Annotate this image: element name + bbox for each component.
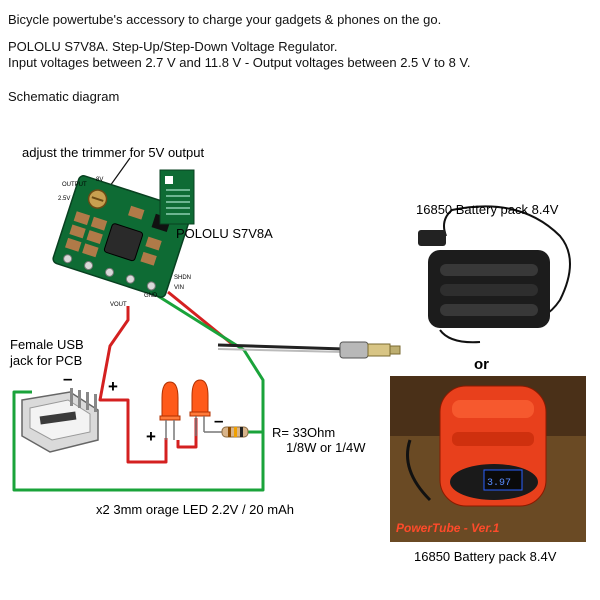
trimmer-note: adjust the trimmer for 5V output	[22, 145, 204, 160]
led-2	[189, 379, 211, 436]
voltage-range-line: Input voltages between 2.7 V and 11.8 V …	[8, 55, 471, 70]
battery-pack-top	[418, 205, 571, 344]
resistor-value-label: R= 33Ohm	[272, 425, 335, 440]
powertube-brand: PowerTube - Ver.1	[396, 521, 500, 535]
board-output-label: OUTPUT	[62, 182, 87, 188]
battery-display-reading: 3.97	[487, 478, 511, 489]
board-gnd-label: GND	[144, 293, 158, 299]
usb-jack-label-2: jack for PCB	[9, 353, 82, 368]
resistor-power-label: 1/8W or 1/4W	[286, 440, 366, 455]
board-vout-label: VOUT	[110, 302, 127, 308]
led-1	[159, 381, 181, 440]
or-label: or	[474, 356, 489, 373]
barrel-jack-cable	[217, 341, 401, 359]
usb-jack-label: Female USB	[10, 337, 84, 352]
usb-minus-sign: –	[63, 369, 72, 388]
battery-bottom-label: 16850 Battery pack 8.4V	[414, 549, 557, 564]
title-line: Bicycle powertube's accessory to charge …	[8, 12, 442, 27]
battery-top-label: 16850 Battery pack 8.4V	[416, 202, 559, 217]
inductor	[103, 223, 144, 262]
board-25v-label: 2.5V	[58, 196, 70, 202]
battery-photo: 3.97 PowerTube - Ver.1	[390, 376, 586, 542]
wire-led-series	[176, 418, 198, 449]
resistor	[204, 426, 249, 438]
regulator-name-label: POLOLU S7V8A	[176, 226, 273, 241]
usb-plus-sign: +	[108, 377, 118, 396]
board-8v-label: 8V	[96, 177, 103, 183]
pololu-board-back	[159, 169, 195, 225]
usb-jack	[21, 388, 99, 453]
board-shdn-label: SHDN	[174, 275, 191, 281]
regulator-line: POLOLU S7V8A. Step-Up/Step-Down Voltage …	[8, 39, 338, 54]
led-spec-label: x2 3mm orage LED 2.2V / 20 mAh	[96, 502, 294, 517]
led-minus-sign: –	[214, 411, 223, 430]
schematic-heading: Schematic diagram	[8, 89, 120, 104]
wire-vout	[98, 306, 168, 464]
board-vin-label: VIN	[174, 285, 184, 291]
led-plus-sign: +	[146, 427, 156, 446]
